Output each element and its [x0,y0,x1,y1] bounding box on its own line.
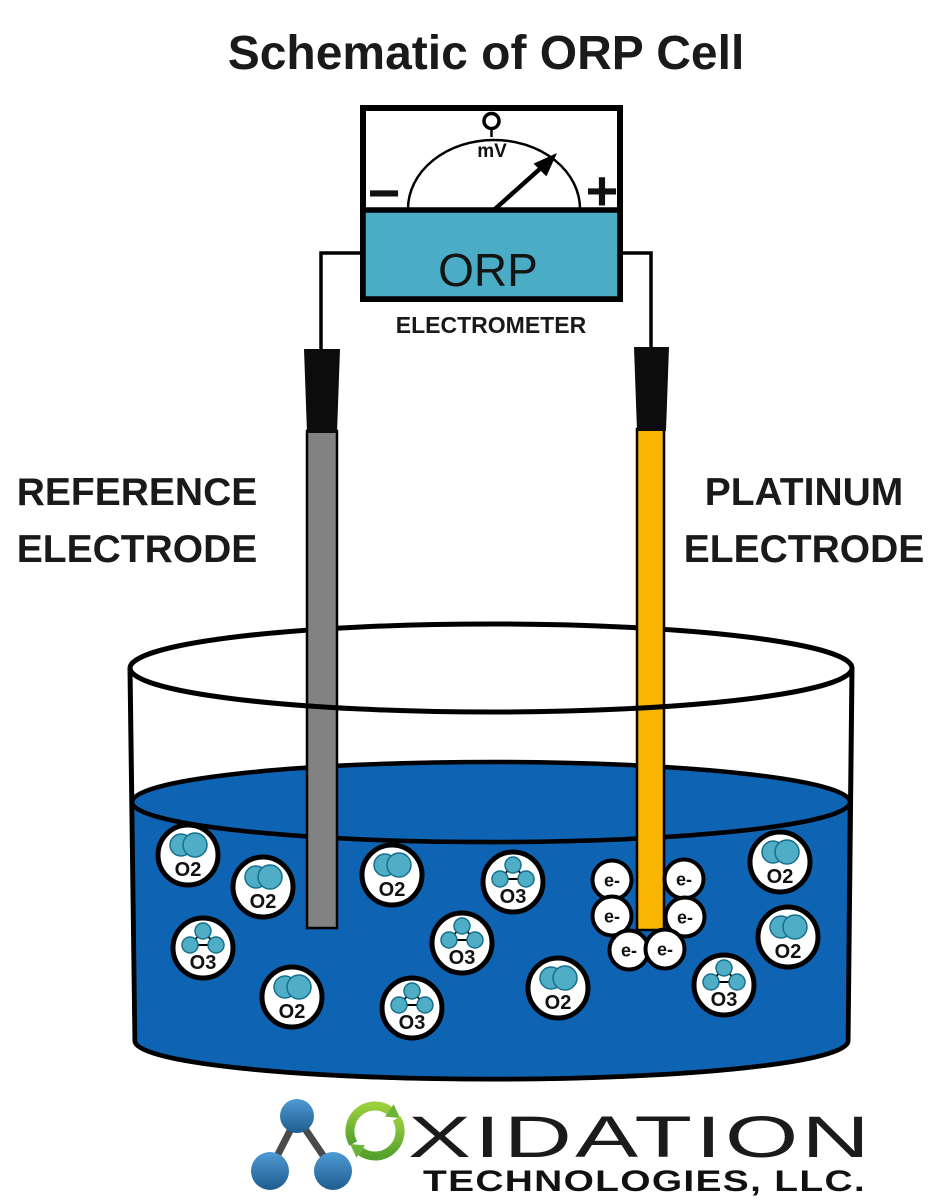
svg-text:O3: O3 [399,1012,426,1034]
electron-bubble: e- [663,895,707,939]
platinum-electrode-label: PLATINUM ELECTRODE [684,471,925,571]
oxidation-technologies-logo: XIDATION TECHNOLOGIES, LLC. [251,1099,873,1198]
molecule-o3-bubble: O3 [480,849,546,915]
recycle-o-icon [345,1101,405,1161]
platinum-label-line1: PLATINUM [705,471,904,514]
svg-text:O3: O3 [711,989,738,1011]
svg-text:O2: O2 [279,1001,306,1023]
svg-text:O2: O2 [545,992,572,1014]
meter-needle [493,165,544,211]
platinum-label-line2: ELECTRODE [684,528,925,571]
svg-text:O2: O2 [175,859,202,881]
platinum-electrode [634,347,669,932]
electron-bubble: e- [590,894,634,938]
svg-text:O2: O2 [775,941,802,963]
svg-text:e-: e- [604,871,620,891]
electrometer-caption: ELECTROMETER [396,312,587,338]
svg-text:O2: O2 [379,879,406,901]
molecule-o3-bubble: O3 [429,910,495,976]
electron-bubble: e- [662,857,706,901]
meter-display-box [360,207,623,302]
platinum-electrode-cap [634,347,669,431]
svg-text:O3: O3 [449,947,476,969]
liquid-surface [129,759,853,845]
page-title: Schematic of ORP Cell [228,27,745,80]
molecule-o2-bubble: O2 [359,842,425,908]
molecule-o2-bubble: O2 [155,822,221,888]
meter-dial-arc [406,138,582,210]
electrometer-meter: mV − + ORP ELECTROMETER [360,105,623,338]
svg-text:O3: O3 [500,886,527,908]
reference-electrode-label: REFERENCE ELECTRODE [17,471,258,571]
svg-text:e-: e- [604,907,620,927]
molecule-o3-bubble: O3 [379,975,445,1041]
meter-needle-arrowhead [533,153,557,177]
electron-bubble: e- [607,928,651,972]
reference-electrode-cap [304,349,340,433]
svg-text:O2: O2 [767,866,794,888]
meter-unit: mV [477,141,507,162]
electron-bubble: e- [590,858,634,902]
electron-bubble: e- [643,927,687,971]
svg-text:e-: e- [676,870,692,890]
molecule-o2-bubble: O2 [755,904,821,970]
svg-text:O2: O2 [250,891,277,913]
left-wire [319,251,363,350]
brand-wordmark: XIDATION [408,1105,873,1170]
molecule-o3-bubble: O3 [691,952,757,1018]
svg-text:e-: e- [621,941,637,961]
reference-electrode-shaft [305,429,339,930]
ozone-molecule-icon [251,1099,352,1190]
reference-label-line1: REFERENCE [17,471,258,514]
molecule-o2-bubble: O2 [747,829,813,895]
svg-text:e-: e- [657,940,673,960]
beaker-rim-front [127,667,855,715]
reference-electrode [304,349,340,930]
svg-text:e-: e- [677,908,693,928]
molecule-o3-bubble: O3 [170,915,236,981]
molecule-o2-bubble: O2 [259,964,325,1030]
right-wire [620,251,653,348]
molecule-o2-bubble: O2 [230,854,296,920]
reference-label-line2: ELECTRODE [17,528,258,571]
molecule-o2-bubble: O2 [525,955,591,1021]
meter-display-label: ORP [438,244,538,296]
meter-zero-adjust-icon [482,111,501,131]
svg-text:O3: O3 [190,952,217,974]
platinum-electrode-shaft [635,427,666,932]
brand-subtitle: TECHNOLOGIES, LLC. [423,1165,866,1198]
beaker-rim-back [127,621,855,669]
